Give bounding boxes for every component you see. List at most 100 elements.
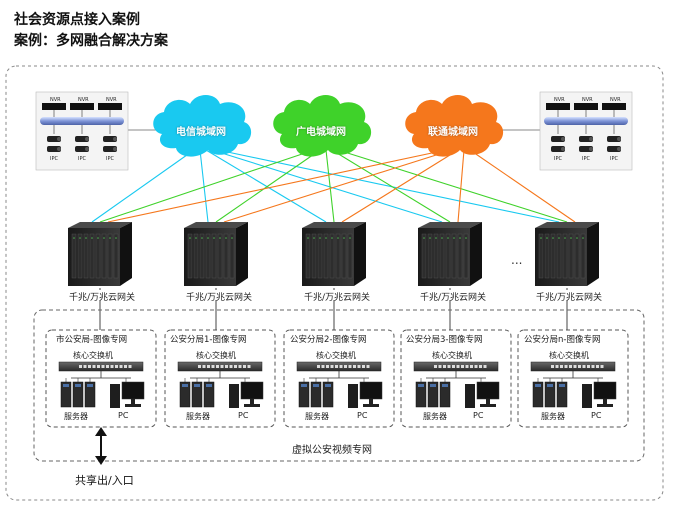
- link-cloud2-gw2: [341, 149, 459, 223]
- switch-port: [483, 365, 487, 368]
- ipc-text: IPC: [582, 156, 590, 162]
- switch-port: [326, 365, 329, 368]
- server-label-4: 服务器: [423, 412, 447, 421]
- gateway-led: [195, 237, 197, 239]
- gateway-blade: [463, 233, 469, 279]
- gateway-blade: [71, 233, 77, 279]
- switch-port: [339, 365, 343, 368]
- switch-port: [92, 365, 96, 368]
- link-cloud1-gw3: [331, 149, 451, 223]
- gateway-led: [91, 237, 93, 239]
- subnet-box: [283, 329, 395, 428]
- network-links: [91, 129, 576, 223]
- outer-frame: [5, 65, 664, 501]
- server-bay: [325, 384, 331, 387]
- gateway-led: [349, 237, 351, 239]
- switch-port: [317, 365, 320, 368]
- switch-port: [128, 365, 132, 368]
- switch-port: [348, 365, 352, 368]
- gateway-led: [546, 237, 548, 239]
- gateway-led: [307, 237, 309, 239]
- switch-port: [207, 365, 210, 368]
- pc-monitor: [593, 381, 617, 400]
- switch-port: [474, 365, 478, 368]
- nvr-device: [70, 103, 94, 110]
- gateway-blade: [347, 233, 353, 279]
- switch-port: [573, 365, 577, 368]
- gateway-blade: [556, 233, 562, 279]
- server-label-5: 服务器: [541, 412, 565, 421]
- ipc-lens: [85, 147, 89, 151]
- server-tower: [310, 381, 322, 408]
- switch-port: [362, 365, 365, 368]
- gateway-rack-side: [120, 222, 132, 286]
- gateway-led: [576, 237, 578, 239]
- server-tower: [532, 381, 544, 408]
- server-tower: [415, 381, 427, 408]
- gateway-blade: [562, 233, 568, 279]
- gateway-led: [429, 237, 431, 239]
- pc-base: [597, 404, 613, 407]
- server-label-3: 服务器: [305, 412, 329, 421]
- server-bay: [63, 384, 69, 387]
- switch-port: [447, 365, 451, 368]
- server-tower: [60, 381, 72, 408]
- gateway-blade: [317, 233, 323, 279]
- switch-port: [97, 365, 100, 368]
- switch-port: [470, 365, 473, 368]
- gateway-rack-top: [535, 222, 599, 228]
- switch-port: [225, 365, 228, 368]
- gateway-blade: [341, 233, 347, 279]
- link-cloud2-gw1: [223, 149, 453, 223]
- gateway-led: [423, 237, 425, 239]
- subnet-title-1: 市公安局-图像专网: [56, 335, 128, 345]
- pc-monitor: [121, 381, 145, 400]
- server-tower: [427, 381, 439, 408]
- gateway-led: [313, 237, 315, 239]
- switch-port: [587, 365, 590, 368]
- pc-tower: [582, 384, 592, 408]
- switch-port: [434, 365, 437, 368]
- switch-port: [465, 365, 469, 368]
- gateway-led: [213, 237, 215, 239]
- gateway-led: [459, 237, 461, 239]
- switch-port: [229, 365, 233, 368]
- gateway-blade: [89, 233, 95, 279]
- nvr-text: NVR: [554, 97, 565, 103]
- server-label-2: 服务器: [186, 412, 210, 421]
- pc-tower: [348, 384, 358, 408]
- gateway-label-2: 千兆/万兆云网关: [186, 293, 253, 303]
- ipc-text: IPC: [78, 156, 86, 162]
- switch-port: [357, 365, 361, 368]
- core-switch-label-2: 核心交换机: [196, 351, 236, 360]
- server-tower: [298, 381, 310, 408]
- gateway-blade: [95, 233, 101, 279]
- ipc-camera: [75, 146, 89, 152]
- gateway-led: [219, 237, 221, 239]
- cloud-cable-label: 广电城域网: [296, 127, 346, 138]
- gateway-led: [570, 237, 572, 239]
- subnet-title-5: 公安分局n-图像专网: [524, 335, 601, 345]
- gateway-blade: [193, 233, 199, 279]
- gateway-blade: [335, 233, 341, 279]
- switch-port: [220, 365, 224, 368]
- link-cloud2-gw0: [107, 149, 447, 223]
- switch-port: [596, 365, 599, 368]
- gateway-blade: [217, 233, 223, 279]
- server-bay: [535, 384, 541, 387]
- server-tower: [544, 381, 556, 408]
- gateway-led: [564, 237, 566, 239]
- link-cloud1-gw4: [337, 149, 568, 223]
- gateway-led: [85, 237, 87, 239]
- virtual-net-label: 虚拟公安视频专网: [292, 445, 372, 456]
- gateway-blade: [323, 233, 329, 279]
- gateway-blade: [574, 233, 580, 279]
- subnet-box: [517, 329, 629, 428]
- gateway-group: [68, 222, 599, 286]
- gateway-led: [465, 237, 467, 239]
- gateway-rack-side: [470, 222, 482, 286]
- nvr-text: NVR: [582, 97, 593, 103]
- server-tower: [322, 381, 334, 408]
- gateway-blade: [83, 233, 89, 279]
- nvr-device: [574, 103, 598, 110]
